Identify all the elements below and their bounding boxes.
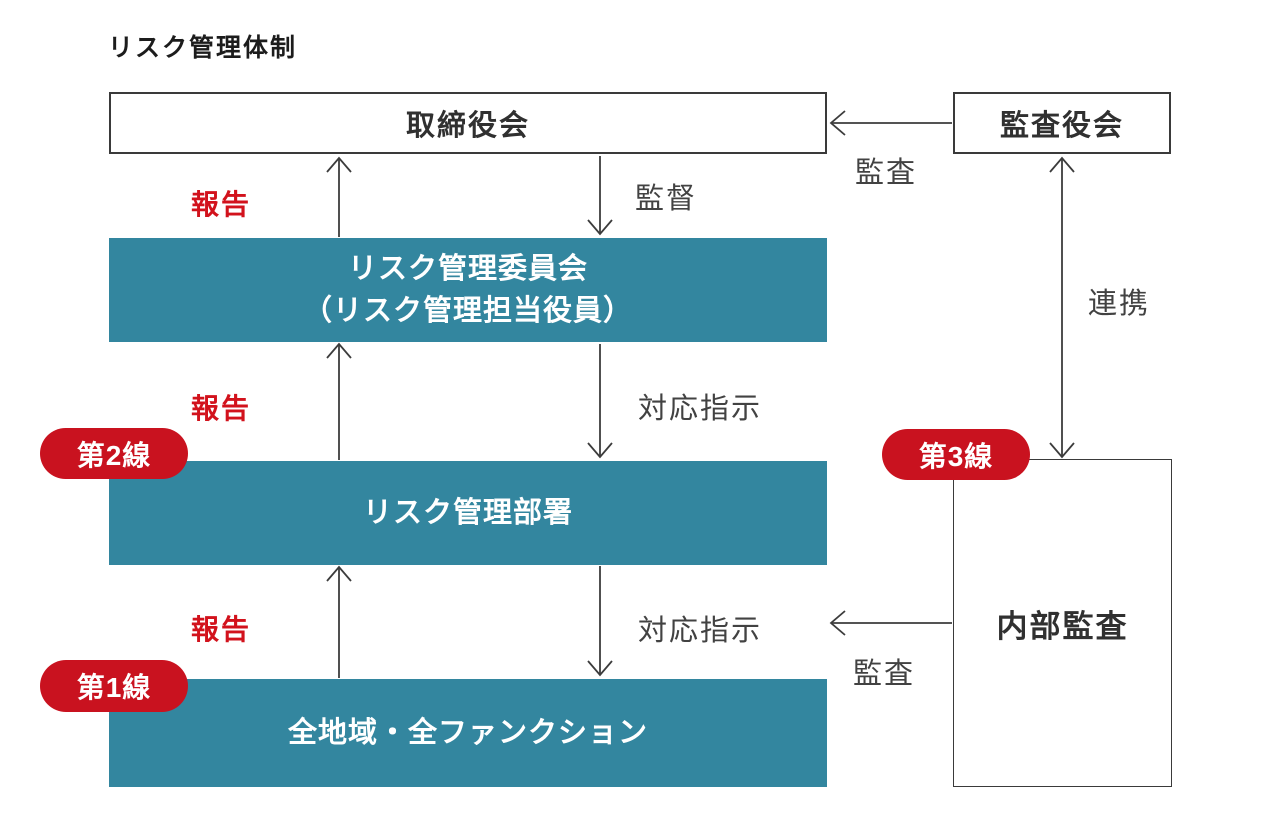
label-report-2: 報告 xyxy=(191,393,252,424)
arrow-audit-bottom xyxy=(829,610,952,636)
label-report-3: 報告 xyxy=(191,614,252,645)
arrow-report-3 xyxy=(326,565,352,678)
box-risk-committee: リスク管理委員会 （リスク管理担当役員） xyxy=(109,238,827,342)
label-cooperation: 連携 xyxy=(1088,288,1151,320)
box-board-of-directors: 取締役会 xyxy=(109,92,827,154)
box-board-of-directors-label: 取締役会 xyxy=(405,110,530,142)
badge-line-3: 第3線 xyxy=(882,429,1030,480)
label-audit-top: 監査 xyxy=(855,157,918,189)
arrow-instruction-2 xyxy=(587,566,613,677)
box-all-regions-functions: 全地域・全ファンクション xyxy=(109,679,827,787)
label-instruction-2: 対応指示 xyxy=(638,615,763,647)
box-risk-department-label: リスク管理部署 xyxy=(362,497,573,529)
label-supervision: 監督 xyxy=(635,183,698,215)
badge-line-3-label: 第3線 xyxy=(918,440,994,472)
arrow-supervision xyxy=(587,156,613,236)
label-instruction-1: 対応指示 xyxy=(638,393,763,425)
label-audit-bottom: 監査 xyxy=(853,658,916,690)
box-risk-committee-line2: （リスク管理担当役員） xyxy=(302,295,633,327)
badge-line-2: 第2線 xyxy=(40,428,188,479)
box-internal-audit: 内部監査 xyxy=(953,459,1172,787)
arrow-instruction-1 xyxy=(587,344,613,459)
box-internal-audit-label: 内部監査 xyxy=(996,608,1129,644)
box-risk-department: リスク管理部署 xyxy=(109,461,827,565)
box-risk-committee-line1: リスク管理委員会 xyxy=(347,253,588,285)
badge-line-1-label: 第1線 xyxy=(76,672,152,703)
diagram-title: リスク管理体制 xyxy=(108,34,298,62)
arrow-report-2 xyxy=(326,342,352,460)
arrow-audit-top xyxy=(829,110,952,136)
box-audit-board-label: 監査役会 xyxy=(999,110,1124,142)
arrow-report-1 xyxy=(326,156,352,237)
badge-line-2-label: 第2線 xyxy=(76,439,152,471)
arrow-cooperation xyxy=(1049,156,1075,459)
label-report-1: 報告 xyxy=(191,189,252,220)
box-all-regions-functions-label: 全地域・全ファンクション xyxy=(287,717,648,749)
box-audit-board: 監査役会 xyxy=(953,92,1171,154)
badge-line-1: 第1線 xyxy=(40,660,188,712)
